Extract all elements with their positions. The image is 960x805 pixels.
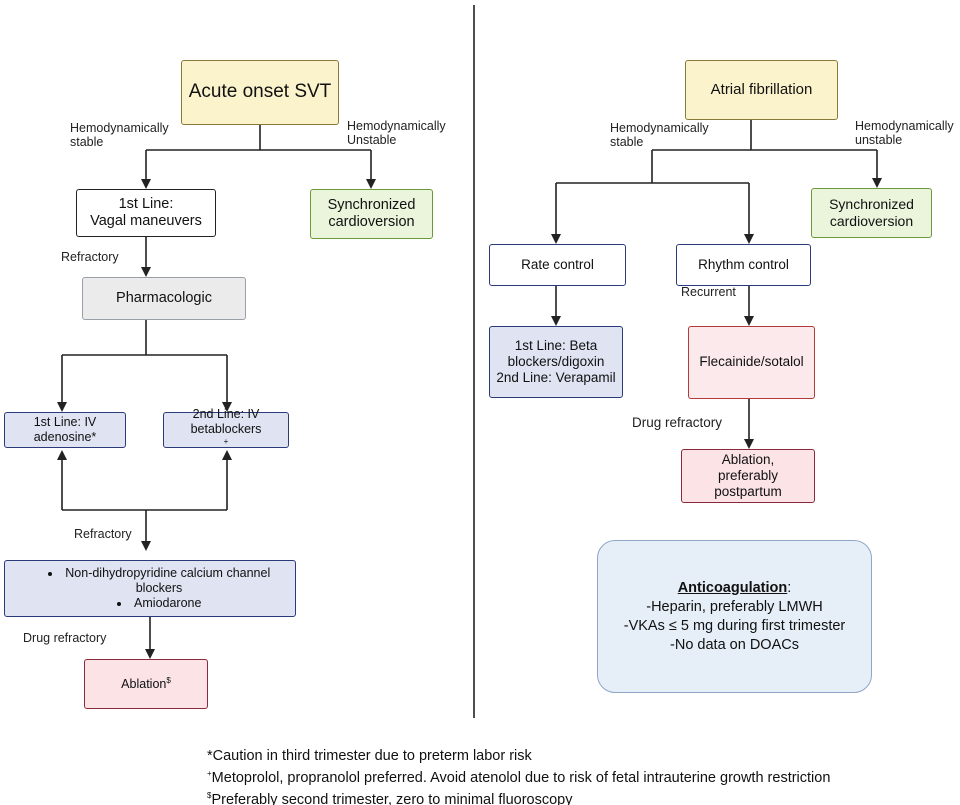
flecainide-sotalol-box: Flecainide/sotalol [688, 326, 815, 399]
nondihydropyridine-box: Non-dihydropyridine calcium channel bloc… [4, 560, 296, 617]
refractory-label-2: Refractory [74, 527, 132, 541]
atrial-fibrillation-box: Atrial fibrillation [685, 60, 838, 120]
vagal-maneuvers-box: 1st Line:Vagal maneuvers [76, 189, 216, 237]
nondihydro-item: Non-dihydropyridine calcium channel bloc… [23, 566, 295, 596]
acute-svt-box: Acute onset SVT [181, 60, 339, 125]
footnote-dollar: $Preferably second trimester, zero to mi… [207, 790, 573, 805]
acute-svt-label: Acute onset SVT [188, 81, 332, 103]
recurrent-label: Recurrent [681, 285, 736, 299]
footnote-asterisk: *Caution in third trimester due to prete… [207, 747, 532, 764]
anticoag-line-heparin: -Heparin, preferably LMWH [646, 598, 823, 615]
refractory-label-1: Refractory [61, 250, 119, 264]
drug-refractory-left-label: Drug refractory [23, 631, 107, 645]
footnotes: *Caution in third trimester due to prete… [207, 743, 830, 805]
anticoagulation-box: Anticoagulation: -Heparin, preferably LM… [597, 540, 872, 693]
anticoagulation-title: Anticoagulation: [677, 579, 792, 596]
anticoag-line-vka: -VKAs ≤ 5 mg during first trimester [623, 617, 846, 634]
footnote-plus: +Metoprolol, propranolol preferred. Avoi… [207, 768, 831, 786]
ablation-left-box: Ablation$ [84, 659, 208, 709]
amiodarone-item: Amiodarone [23, 596, 295, 611]
rhythm-control-box: Rhythm control [676, 244, 811, 286]
drug-refractory-right-label: Drug refractory [632, 415, 723, 430]
anticoag-line-doac: -No data on DOACs [670, 636, 799, 653]
pharmacologic-box: Pharmacologic [82, 277, 246, 320]
rate-control-box: Rate control [489, 244, 626, 286]
